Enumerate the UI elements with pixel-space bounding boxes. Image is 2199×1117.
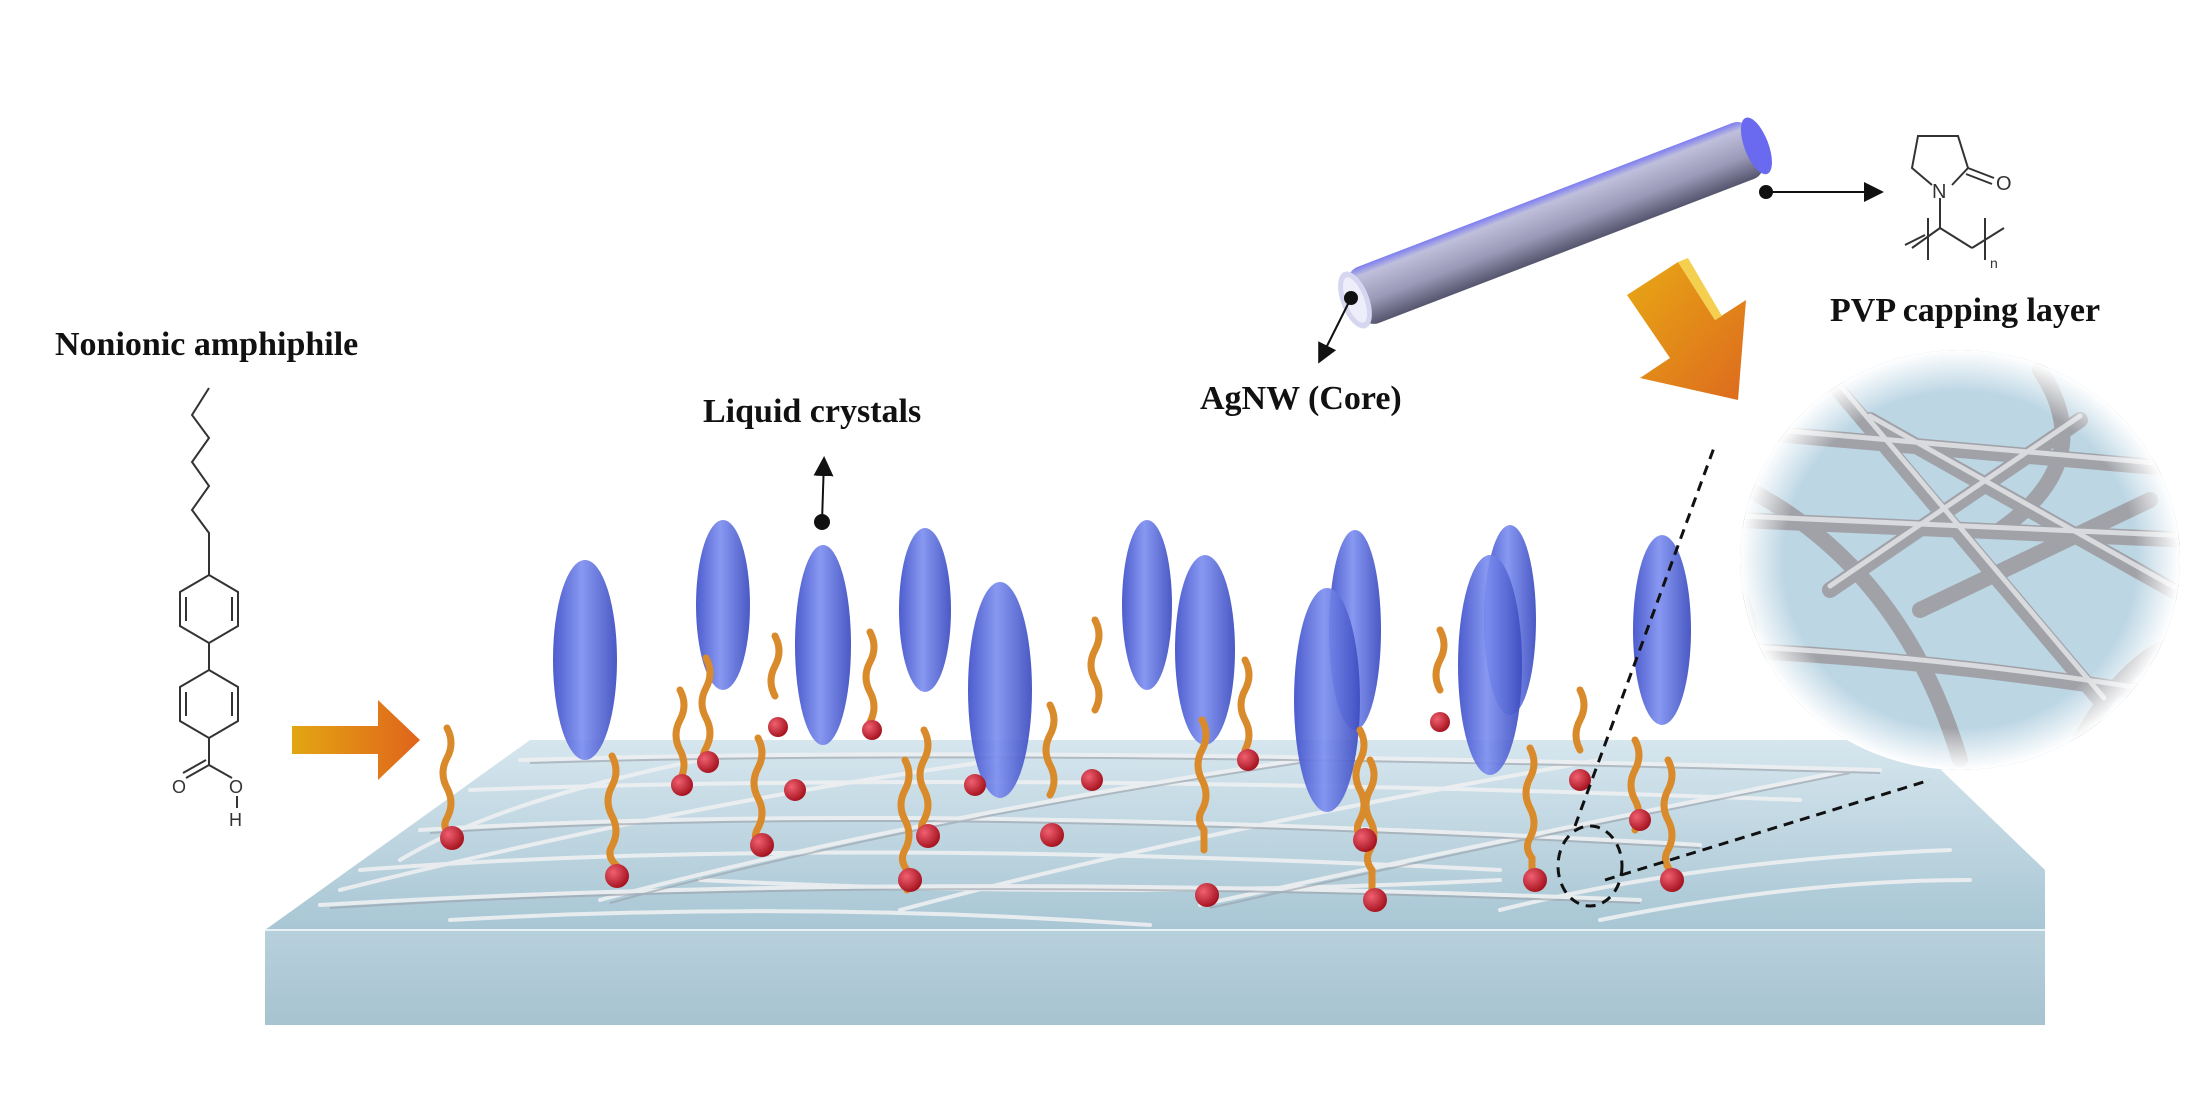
down-right-arrow — [1627, 258, 1746, 400]
liquid-crystal — [1294, 588, 1360, 812]
liquid-crystal — [1175, 555, 1235, 745]
amphiphile-atom-o2: O — [229, 777, 243, 797]
liquid-crystals-label: Liquid crystals — [703, 393, 922, 430]
callout-circle — [1556, 824, 1624, 908]
amphiphile-atom-o1: O — [172, 777, 186, 797]
liquid-crystal — [553, 560, 617, 760]
pvp-structure — [1904, 135, 2005, 260]
liquid-crystal — [899, 528, 951, 692]
pvp-atom-o: O — [1996, 173, 2012, 195]
right-arrow — [292, 700, 420, 780]
agnw-rod — [1318, 117, 1884, 364]
glass-substrate — [265, 740, 2045, 1025]
liquid-crystals-pointer — [813, 456, 834, 530]
amphiphile-atom-h: H — [229, 810, 242, 830]
pvp-subscript-n: n — [1990, 255, 1998, 271]
amphiphile-heads — [440, 712, 1684, 912]
nonionic-amphiphile-label: Nonionic amphiphile — [55, 326, 359, 363]
agnw-core-label: AgNW (Core) — [1200, 380, 1402, 417]
silver-nanowire-network — [318, 752, 1972, 927]
liquid-crystal — [1458, 555, 1522, 775]
liquid-crystal — [1633, 535, 1691, 725]
liquid-crystal — [1122, 520, 1172, 690]
liquid-crystal — [968, 582, 1032, 798]
zoomed-nanowire-inset — [1556, 350, 2180, 908]
liquid-crystal-molecules — [553, 520, 1691, 812]
liquid-crystal — [696, 520, 750, 690]
pvp-capping-layer-label: PVP capping layer — [1830, 292, 2101, 329]
pvp-atom-n: N — [1932, 181, 1946, 203]
amphiphile-structure — [179, 387, 239, 808]
liquid-crystal — [795, 545, 851, 745]
